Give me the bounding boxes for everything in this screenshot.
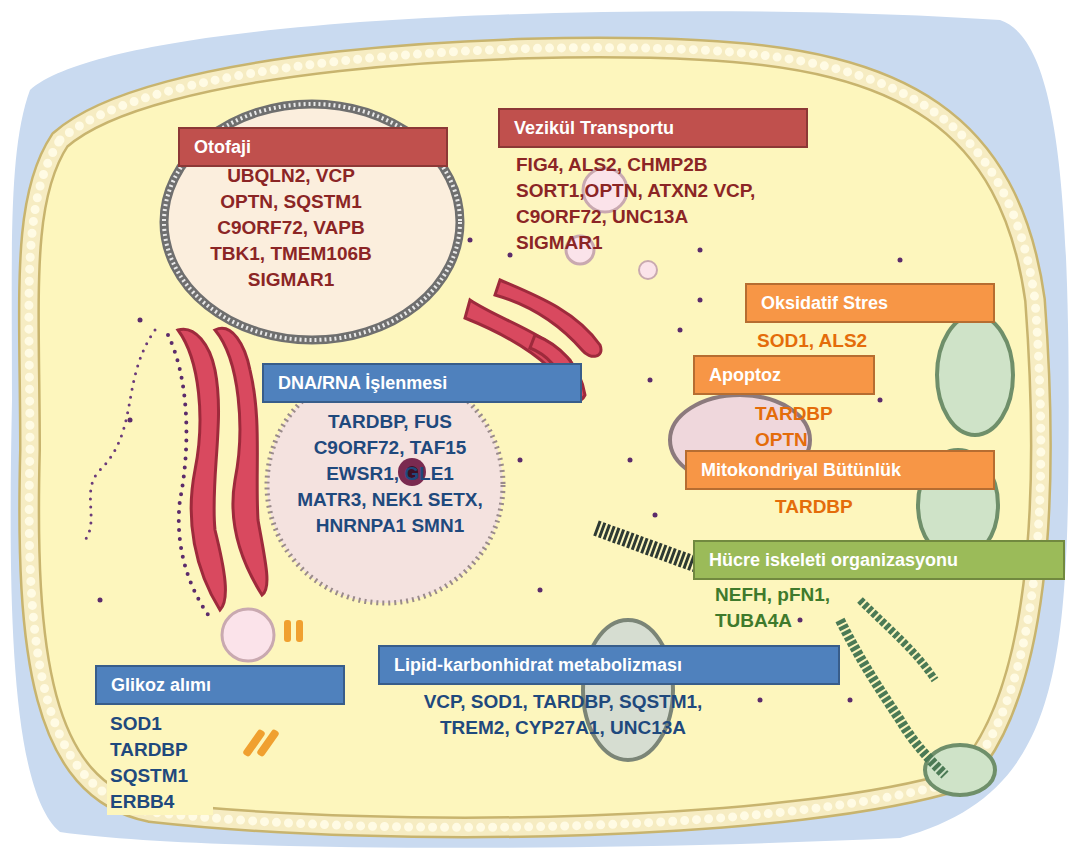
extracellular-ground: [11, 11, 1069, 848]
gene-list: UBQLN2, VCP OPTN, SQSTM1 C9ORF72, VAPB T…: [196, 163, 386, 293]
autophagosome-inner: [164, 104, 460, 340]
category-box: Mitokondriyal BütünlükTARDBP: [685, 450, 995, 490]
autophagosome: [164, 104, 460, 340]
category-header: Oksidatif Stres: [745, 283, 995, 323]
glucose-transporter: [296, 620, 303, 642]
membrane-band: [29, 48, 1041, 828]
actin-filament: [840, 620, 945, 775]
category-box: DNA/RNA İşlenmesiTARDBP, FUS C9ORF72, TA…: [262, 363, 582, 403]
gene-list: VCP, SOD1, TARDBP, SQSTM1, TREM2, CYP27A…: [398, 689, 728, 741]
rough-er-dots: [168, 335, 212, 620]
category-box: Hücre iskeleti organizasyonuNEFH, pFN1, …: [693, 540, 1065, 580]
category-title: Apoptoz: [709, 365, 781, 386]
category-box: OtofajiUBQLN2, VCP OPTN, SQSTM1 C9ORF72,…: [178, 127, 448, 167]
membrane-beads: [29, 48, 1041, 828]
category-box: Glikoz alımıSOD1 TARDBP SQSTM1 ERBB4: [95, 665, 345, 705]
gene-list: SOD1, ALS2: [757, 328, 957, 354]
mitochondrion: [583, 620, 673, 760]
category-title: Oksidatif Stres: [761, 293, 888, 314]
category-box: Lipid-karbonhidrat metabolizmasıVCP, SOD…: [378, 645, 840, 685]
category-header: Glikoz alımı: [95, 665, 345, 705]
category-title: Glikoz alımı: [111, 675, 211, 696]
endoplasmic-reticulum: [215, 328, 267, 595]
category-title: DNA/RNA İşlenmesi: [278, 373, 447, 394]
category-box: ApoptozTARDBP OPTN: [693, 355, 875, 395]
category-title: Otofaji: [194, 137, 251, 158]
vesicle: [639, 261, 657, 279]
gene-list: TARDBP: [775, 494, 925, 520]
gene-list: NEFH, pFN1, TUBA4A: [715, 582, 865, 634]
glucose-transporter: [256, 728, 280, 757]
glucose-transporter: [284, 620, 291, 642]
cell-membrane: [29, 48, 1041, 828]
category-header: Vezikül Transportu: [498, 108, 808, 148]
gene-list: FIG4, ALS2, CHMP2B SORT1,OPTN, ATXN2 VCP…: [516, 152, 761, 256]
category-header: Apoptoz: [693, 355, 875, 395]
microtubule: [596, 528, 700, 566]
gene-list: SOD1 TARDBP SQSTM1 ERBB4: [107, 711, 213, 815]
actin-filament: [860, 600, 935, 680]
category-header: Otofaji: [178, 127, 448, 167]
gene-list: TARDBP OPTN: [755, 401, 855, 453]
category-header: Lipid-karbonhidrat metabolizması: [378, 645, 840, 685]
category-box: Oksidatif StresSOD1, ALS2: [745, 283, 995, 323]
category-box: Vezikül TransportuFIG4, ALS2, CHMP2B SOR…: [498, 108, 808, 148]
category-title: Mitokondriyal Bütünlük: [701, 460, 901, 481]
category-header: Hücre iskeleti organizasyonu: [693, 540, 1065, 580]
category-title: Lipid-karbonhidrat metabolizması: [394, 655, 682, 676]
category-title: Vezikül Transportu: [514, 118, 674, 139]
endoplasmic-reticulum: [178, 329, 225, 610]
cytosol-particles: [98, 238, 903, 703]
vesicle: [222, 609, 274, 661]
category-header: DNA/RNA İşlenmesi: [262, 363, 582, 403]
category-title: Hücre iskeleti organizasyonu: [709, 550, 958, 571]
category-header: Mitokondriyal Bütünlük: [685, 450, 995, 490]
mitochondrion: [937, 315, 1013, 435]
er-tubule: [85, 330, 155, 540]
gene-list: TARDBP, FUS C9ORF72, TAF15 EWSR1, GLE1 M…: [290, 409, 490, 539]
